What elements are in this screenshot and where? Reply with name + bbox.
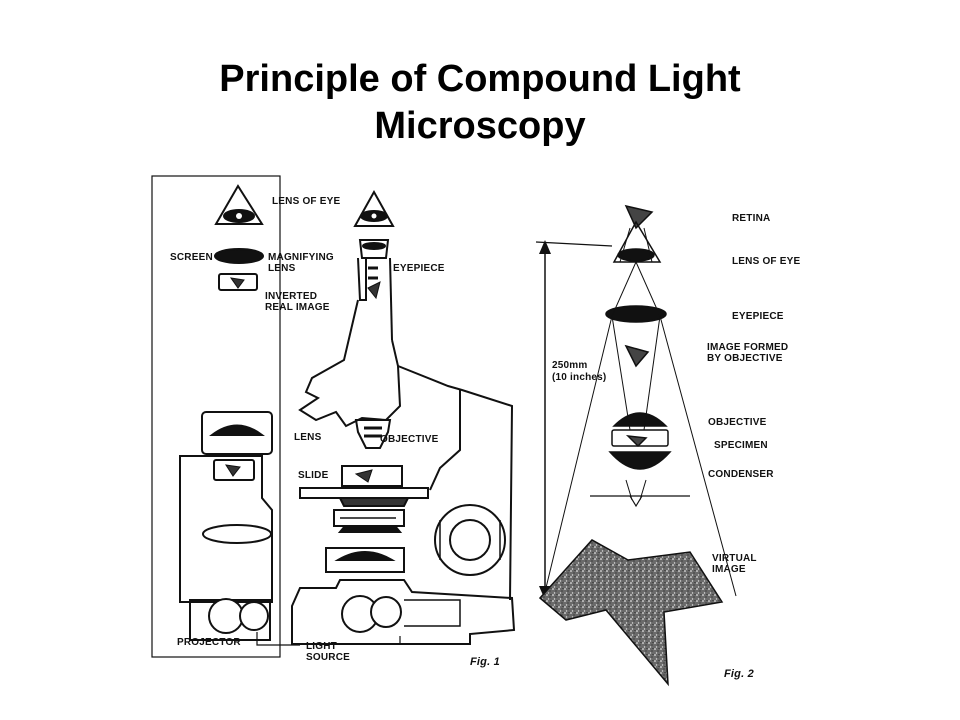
virtual-image-icon <box>538 539 724 687</box>
figure-1 <box>151 175 516 658</box>
eyepiece-lens-icon <box>605 305 667 323</box>
figure-1-caption: Fig. 1 <box>470 656 500 668</box>
objective-lens-icon <box>612 412 668 427</box>
label-retina: RETINA <box>732 213 770 224</box>
projector-frame <box>151 175 281 658</box>
label-virtual-image-1: VIRTUAL <box>712 553 757 564</box>
figure-2 <box>535 204 737 687</box>
label-slide: SLIDE <box>298 470 329 481</box>
label-lens: LENS <box>294 432 322 443</box>
figure-2-labels: RETINA LENS OF EYE EYEPIECE IMAGE FORMED… <box>552 213 800 680</box>
inverted-image-icon <box>218 273 258 291</box>
label-light-source-1: LIGHT <box>306 641 337 652</box>
label-specimen: SPECIMEN <box>714 440 768 451</box>
label-image-formed-2: BY OBJECTIVE <box>707 353 783 364</box>
label-magnifying-lens-1: MAGNIFYING <box>268 252 334 263</box>
eye-icon <box>353 189 395 227</box>
eye-icon <box>214 184 264 225</box>
eye-icon <box>612 220 662 263</box>
label-distance-2: (10 inches) <box>552 372 606 383</box>
slide-title-line-1: Principle of Compound Light <box>219 58 741 100</box>
label-inverted-image-2: REAL IMAGE <box>265 302 330 313</box>
label-lens-of-eye: LENS OF EYE <box>732 256 800 267</box>
microscope-icon <box>291 239 516 645</box>
intermediate-image-icon <box>624 344 650 368</box>
specimen-icon <box>611 429 669 448</box>
condenser-lens-icon <box>608 451 672 470</box>
figure-1-labels: LENS OF EYE SCREEN MAGNIFYING LENS INVER… <box>170 196 500 668</box>
label-distance-1: 250mm <box>552 360 587 371</box>
label-projector: PROJECTOR <box>177 637 241 648</box>
slide-title-line-2: Microscopy <box>374 105 586 147</box>
label-eyepiece: EYEPIECE <box>393 263 445 274</box>
figure-2-caption: Fig. 2 <box>724 668 754 680</box>
label-lens-of-eye: LENS OF EYE <box>272 196 340 207</box>
label-condenser: CONDENSER <box>708 469 774 480</box>
label-image-formed-1: IMAGE FORMED <box>707 342 788 353</box>
label-light-source-2: SOURCE <box>306 652 350 663</box>
light-rays <box>543 227 737 597</box>
label-inverted-image-1: INVERTED <box>265 291 317 302</box>
retina-icon <box>624 204 654 230</box>
label-magnifying-lens-2: LENS <box>268 263 296 274</box>
slide-title: Principle of Compound Light Microscopy <box>0 56 960 150</box>
label-screen: SCREEN <box>170 252 213 263</box>
label-objective: OBJECTIVE <box>380 434 439 445</box>
label-eyepiece: EYEPIECE <box>732 311 784 322</box>
magnifying-lens-icon <box>214 248 264 264</box>
label-objective: OBJECTIVE <box>708 417 767 428</box>
label-virtual-image-2: IMAGE <box>712 564 746 575</box>
projector-icon <box>179 411 273 641</box>
